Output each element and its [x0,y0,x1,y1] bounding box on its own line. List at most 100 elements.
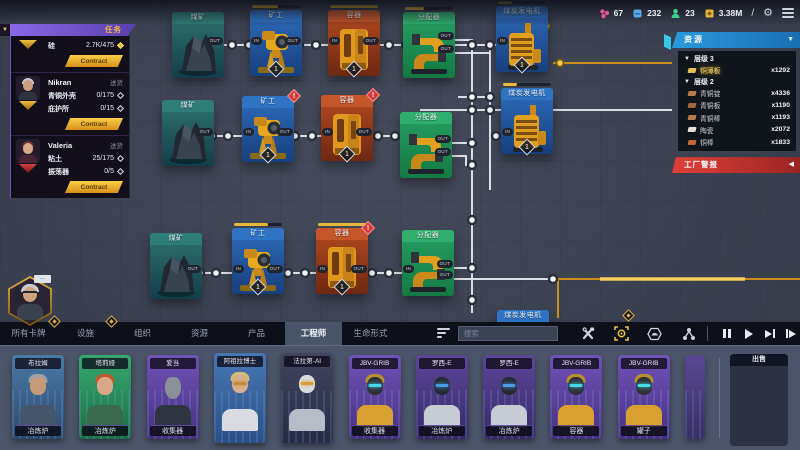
tab-设施[interactable]: 设施 [57,315,118,345]
tab-所有卡牌[interactable]: 所有卡牌 [0,315,61,345]
wire-node[interactable] [484,104,496,116]
resources-header: 资源 ▼ [672,32,800,48]
tab-生命形式[interactable]: 生命形式 [353,328,388,338]
engineer-card[interactable]: 阿祖拉博士 [213,353,266,443]
wire-node[interactable] [222,130,234,142]
resource-tier-header[interactable]: ▼层级 2 [684,78,714,86]
task-type-tag: 送货 [110,143,123,150]
port-out: OUT [434,148,451,156]
wire-node[interactable] [466,159,478,171]
port-in: IN [502,128,514,136]
machine-card-container[interactable]: 容器1INOUT [328,5,380,78]
wire-node[interactable] [383,39,395,51]
engineer-card[interactable]: 爱当收集器 [146,355,199,439]
wire-node[interactable] [490,130,502,142]
play-button[interactable] [740,325,758,342]
engineer-card-partial[interactable] [685,355,705,439]
tab-组织[interactable]: 组织 [133,328,151,338]
wire-node[interactable] [210,267,222,279]
build-tools-icon[interactable] [580,325,598,342]
tab-工程师[interactable]: 工程师 [285,322,342,345]
alarm-expand-icon[interactable]: ◀ [788,161,794,169]
filter-icon[interactable] [437,328,450,338]
factory-alarm-bar[interactable]: 工厂警报 ◀ [672,157,800,174]
capture-icon[interactable] [612,325,630,342]
machine-card-title: 矿工 [232,228,284,240]
engineer-card[interactable]: 布拉姆冶炼炉 [12,355,64,439]
wire-node[interactable] [547,273,559,285]
resources-collapse-icon[interactable]: ▼ [787,36,794,43]
contract-button[interactable]: Contract [65,55,123,67]
wire-node[interactable] [484,39,496,51]
tasks-collapse-toggle[interactable]: ▼ [0,24,10,36]
machine-card-generator[interactable]: 煤炭发电机 [497,310,549,324]
port-in: IN [251,37,263,45]
wire-node[interactable] [484,91,496,103]
wire-node[interactable] [306,130,318,142]
menu-icon[interactable] [782,8,794,18]
search-input[interactable] [458,326,558,341]
task-type-tag: 送货 [110,80,123,87]
objective-diamond-icon [116,167,125,176]
tab-资源[interactable]: 资源 [190,328,208,338]
settings-gear-icon[interactable]: ⚙ [763,6,773,19]
port-in: IN [233,265,245,273]
wire-node[interactable] [226,39,238,51]
tab-产品[interactable]: 产品 [247,328,265,338]
power-node[interactable] [555,58,565,68]
engineer-name: 罗西-E [486,358,533,369]
wire-node[interactable] [466,262,478,274]
contract-button[interactable]: Contract [65,181,123,193]
engineer-card[interactable]: 法拉第-AI [281,353,334,443]
resource-tier-header[interactable]: ▼层级 3 [684,55,714,63]
wire-node[interactable] [466,294,478,306]
pause-button[interactable] [718,325,736,342]
resource-item-icon [687,127,697,133]
contract-button[interactable]: Contract [65,118,123,130]
engineer-card[interactable]: 塔莉娅冶炼炉 [79,355,132,439]
wire-node[interactable] [466,39,478,51]
wire-node[interactable] [466,91,478,103]
avatar-tooltip: ⋯ [34,275,51,283]
wire-node[interactable] [466,137,478,149]
engineer-assignment: 冶炼炉 [82,425,129,436]
wire-node[interactable] [310,39,322,51]
machine-progress-bar [318,223,366,226]
sell-panel[interactable]: 出售 [730,354,788,446]
wire-node[interactable] [383,267,395,279]
wire-node[interactable] [372,130,384,142]
wire-node[interactable] [366,267,378,279]
speed-3x-button[interactable] [782,325,800,342]
tier-collapse-icon: ▼ [684,55,690,62]
wire-node[interactable] [466,214,478,226]
wire-node[interactable] [282,267,294,279]
wire-node[interactable] [389,130,401,142]
task-giver-portrait [15,39,41,49]
speed-2x-button[interactable] [761,325,779,342]
wire-node[interactable] [299,267,311,279]
objective-diamond-icon [116,41,125,50]
tech-tree-icon[interactable] [680,325,698,342]
player-avatar[interactable]: ⋯ [8,275,52,326]
wire-node[interactable] [466,104,478,116]
machine-card-art [150,245,202,299]
vehicle-hex-icon[interactable] [645,325,663,342]
